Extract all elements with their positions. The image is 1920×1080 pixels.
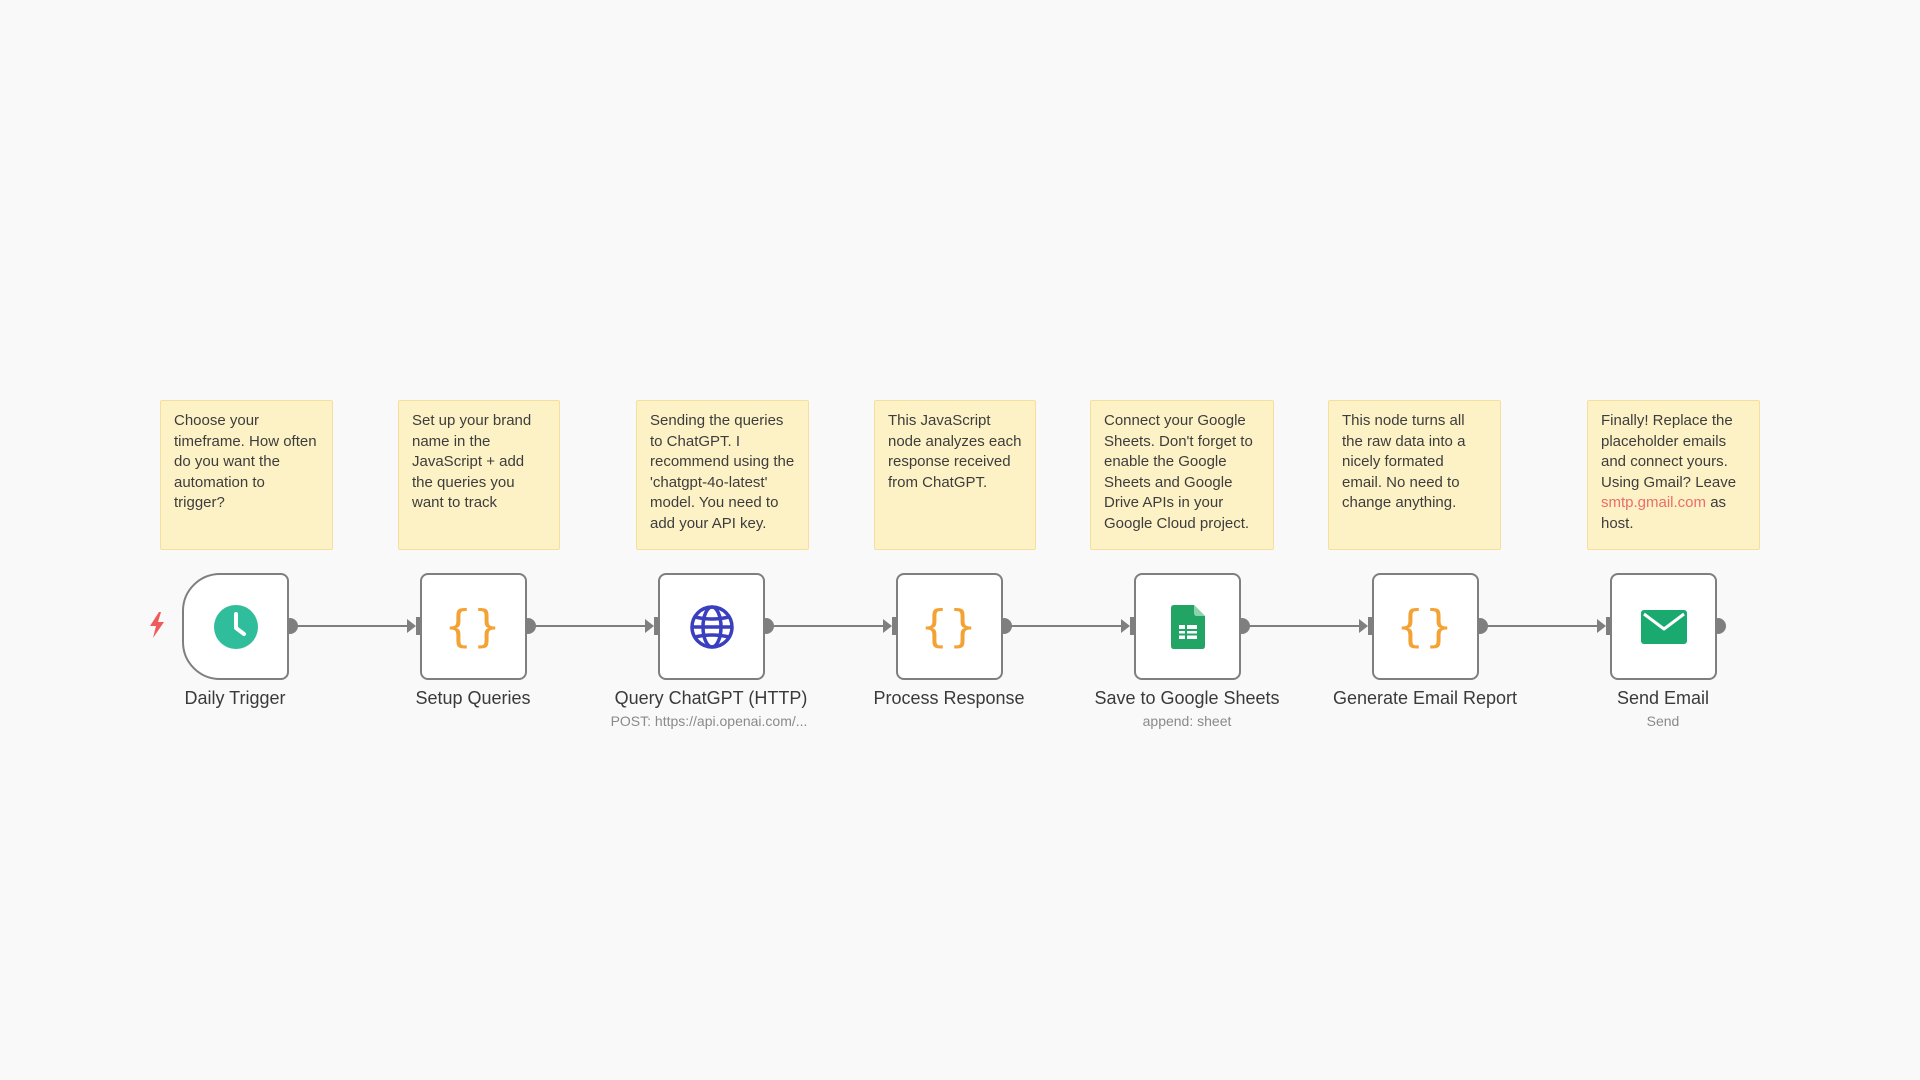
lightning-bolt-icon xyxy=(150,612,164,638)
node-title: Generate Email Report xyxy=(1332,688,1518,708)
input-handle[interactable] xyxy=(1368,617,1372,635)
sticky-note-email-report[interactable]: This node turns all the raw data into a … xyxy=(1328,400,1501,550)
input-handle[interactable] xyxy=(1606,617,1610,635)
google-sheets-icon xyxy=(1170,604,1205,649)
connection-arrow-icon xyxy=(1597,619,1606,633)
node-send-email[interactable] xyxy=(1610,573,1717,680)
smtp-host-link[interactable]: smtp.gmail.com xyxy=(1601,494,1707,511)
clock-icon xyxy=(213,604,258,649)
node-title: Send Email xyxy=(1616,688,1710,708)
node-subtitle: Send xyxy=(1646,713,1680,729)
sticky-note-setup-queries[interactable]: Set up your brand name in the JavaScript… xyxy=(398,400,560,550)
code-braces-icon: {} xyxy=(445,600,502,652)
code-braces-icon: {} xyxy=(921,600,978,652)
node-title: Save to Google Sheets xyxy=(1094,688,1280,708)
sticky-note-query-chatgpt[interactable]: Sending the queries to ChatGPT. I recomm… xyxy=(636,400,809,550)
input-handle[interactable] xyxy=(654,617,658,635)
node-save-google-sheets[interactable] xyxy=(1134,573,1241,680)
connection-arrow-icon xyxy=(645,619,654,633)
connection-arrow-icon xyxy=(1359,619,1368,633)
node-title: Process Response xyxy=(873,688,1025,708)
sticky-note-text: as host. xyxy=(1601,494,1727,532)
sticky-note-text: Sending the queries to ChatGPT. I recomm… xyxy=(650,412,795,532)
envelope-icon xyxy=(1640,609,1687,644)
input-handle[interactable] xyxy=(1130,617,1134,635)
sticky-note-text: This node turns all the raw data into a … xyxy=(1342,412,1466,511)
sticky-note-daily-trigger[interactable]: Choose your timeframe. How often do you … xyxy=(160,400,333,550)
sticky-note-text: Choose your timeframe. How often do you … xyxy=(174,412,317,511)
connection-arrow-icon xyxy=(407,619,416,633)
connection-arrow-icon xyxy=(883,619,892,633)
node-daily-trigger[interactable] xyxy=(182,573,289,680)
node-subtitle: append: sheet xyxy=(1142,713,1232,729)
node-setup-queries[interactable]: {} xyxy=(420,573,527,680)
sticky-note-process-response[interactable]: This JavaScript node analyzes each respo… xyxy=(874,400,1036,550)
input-handle[interactable] xyxy=(416,617,420,635)
sticky-note-send-email[interactable]: Finally! Replace the placeholder emails … xyxy=(1587,400,1760,550)
node-title: Daily Trigger xyxy=(184,688,286,708)
sticky-note-text: Finally! Replace the placeholder emails … xyxy=(1601,412,1737,491)
node-generate-email-report[interactable]: {} xyxy=(1372,573,1479,680)
node-title: Setup Queries xyxy=(415,688,531,708)
node-subtitle: POST: https://api.openai.com/... xyxy=(610,713,808,729)
globe-icon xyxy=(689,604,734,649)
code-braces-icon: {} xyxy=(1397,600,1454,652)
sticky-note-text: This JavaScript node analyzes each respo… xyxy=(888,412,1022,491)
node-title: Query ChatGPT (HTTP) xyxy=(614,688,808,708)
node-process-response[interactable]: {} xyxy=(896,573,1003,680)
input-handle[interactable] xyxy=(892,617,896,635)
connection-arrow-icon xyxy=(1121,619,1130,633)
sticky-note-text: Connect your Google Sheets. Don't forget… xyxy=(1104,412,1253,532)
sticky-note-google-sheets[interactable]: Connect your Google Sheets. Don't forget… xyxy=(1090,400,1274,550)
sticky-note-text: Set up your brand name in the JavaScript… xyxy=(412,412,532,511)
node-query-chatgpt[interactable] xyxy=(658,573,765,680)
